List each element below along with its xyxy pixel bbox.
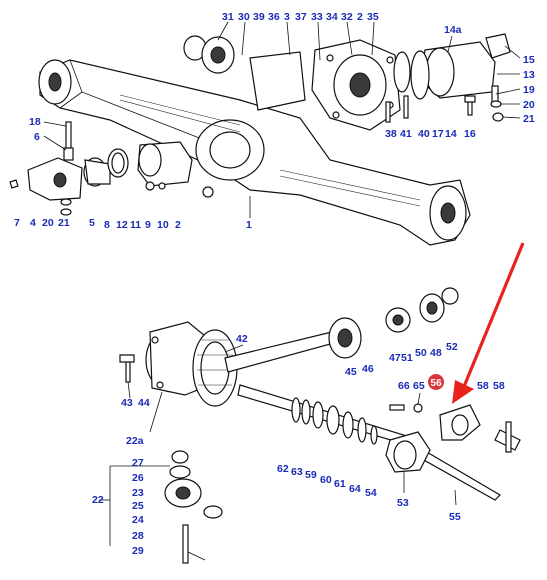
label-30[interactable]: 30 bbox=[238, 11, 250, 23]
label-23[interactable]: 23 bbox=[132, 487, 144, 499]
label-21-right[interactable]: 21 bbox=[523, 113, 535, 125]
bearings-right bbox=[385, 287, 459, 333]
label-9[interactable]: 9 bbox=[145, 219, 151, 231]
label-42[interactable]: 42 bbox=[236, 333, 248, 345]
label-12[interactable]: 12 bbox=[116, 219, 128, 231]
label-15[interactable]: 15 bbox=[523, 54, 535, 66]
label-54[interactable]: 54 bbox=[365, 487, 377, 499]
label-10[interactable]: 10 bbox=[157, 219, 169, 231]
axle-end-right bbox=[419, 33, 511, 122]
label-65[interactable]: 65 bbox=[413, 380, 425, 392]
label-32[interactable]: 32 bbox=[341, 11, 353, 23]
diff-cover-upper bbox=[311, 39, 401, 131]
label-44[interactable]: 44 bbox=[138, 397, 150, 409]
highlight-arrow bbox=[452, 242, 525, 404]
label-7[interactable]: 7 bbox=[14, 217, 20, 229]
label-45[interactable]: 45 bbox=[345, 366, 357, 378]
label-14[interactable]: 14 bbox=[445, 128, 457, 140]
label-22a[interactable]: 22a bbox=[126, 435, 144, 447]
label-58-left[interactable]: 58 bbox=[477, 380, 489, 392]
label-39[interactable]: 39 bbox=[253, 11, 265, 23]
label-11[interactable]: 11 bbox=[130, 219, 141, 231]
label-20-right[interactable]: 20 bbox=[523, 99, 535, 111]
label-63[interactable]: 63 bbox=[291, 466, 303, 478]
label-26[interactable]: 26 bbox=[132, 472, 144, 484]
label-41[interactable]: 41 bbox=[400, 128, 412, 140]
label-2-top[interactable]: 2 bbox=[357, 11, 363, 23]
label-38[interactable]: 38 bbox=[385, 128, 397, 140]
label-4[interactable]: 4 bbox=[30, 217, 36, 229]
bearing-31 bbox=[183, 35, 235, 74]
label-46[interactable]: 46 bbox=[362, 363, 374, 375]
label-51[interactable]: 51 bbox=[401, 352, 413, 364]
label-34[interactable]: 34 bbox=[326, 11, 338, 23]
label-47[interactable]: 47 bbox=[389, 352, 401, 364]
label-53[interactable]: 53 bbox=[397, 497, 409, 509]
label-20-left[interactable]: 20 bbox=[42, 217, 54, 229]
label-28[interactable]: 28 bbox=[132, 530, 144, 542]
axle-end-left bbox=[9, 121, 111, 216]
half-shaft bbox=[237, 384, 501, 501]
label-24[interactable]: 24 bbox=[132, 514, 144, 526]
ring-gear bbox=[192, 329, 238, 407]
label-13[interactable]: 13 bbox=[523, 69, 535, 81]
label-36[interactable]: 36 bbox=[268, 11, 280, 23]
label-37[interactable]: 37 bbox=[295, 11, 307, 23]
label-5[interactable]: 5 bbox=[89, 217, 95, 229]
label-31[interactable]: 31 bbox=[222, 11, 234, 23]
label-62[interactable]: 62 bbox=[277, 463, 289, 475]
part-56-label: 56 bbox=[430, 378, 442, 389]
label-50[interactable]: 50 bbox=[415, 347, 427, 359]
label-1[interactable]: 1 bbox=[246, 219, 252, 231]
label-35[interactable]: 35 bbox=[367, 11, 379, 23]
gasket bbox=[249, 51, 306, 111]
label-8[interactable]: 8 bbox=[104, 219, 110, 231]
label-52[interactable]: 52 bbox=[446, 341, 458, 353]
label-6[interactable]: 6 bbox=[34, 131, 40, 143]
label-66[interactable]: 66 bbox=[398, 380, 410, 392]
small-bolts bbox=[385, 95, 476, 123]
label-60[interactable]: 60 bbox=[320, 474, 332, 486]
label-55[interactable]: 55 bbox=[449, 511, 461, 523]
label-61[interactable]: 61 bbox=[334, 478, 346, 490]
diff-gear-stack bbox=[164, 450, 223, 564]
label-18[interactable]: 18 bbox=[29, 116, 41, 128]
leader-lines bbox=[43, 21, 521, 546]
universal-joint bbox=[385, 403, 521, 473]
axle-housing bbox=[38, 59, 471, 246]
bearing-carrier bbox=[328, 317, 362, 359]
label-33[interactable]: 33 bbox=[311, 11, 323, 23]
label-58-right[interactable]: 58 bbox=[493, 380, 505, 392]
label-3[interactable]: 3 bbox=[284, 11, 290, 23]
ring-stack bbox=[291, 397, 378, 445]
part-labels: 31 30 39 36 3 37 33 34 32 2 35 14a 15 13… bbox=[14, 11, 535, 557]
label-64[interactable]: 64 bbox=[349, 483, 361, 495]
seal-ring bbox=[393, 50, 430, 100]
label-2-left[interactable]: 2 bbox=[175, 219, 181, 231]
spindle-group bbox=[107, 141, 214, 198]
label-17[interactable]: 17 bbox=[432, 128, 444, 140]
label-19[interactable]: 19 bbox=[523, 84, 535, 96]
label-27[interactable]: 27 bbox=[132, 457, 144, 469]
label-21-left[interactable]: 21 bbox=[58, 217, 70, 229]
part-56-badge[interactable]: 56 bbox=[428, 374, 444, 390]
label-25[interactable]: 25 bbox=[132, 500, 144, 512]
label-22[interactable]: 22 bbox=[92, 494, 104, 506]
label-14a[interactable]: 14a bbox=[444, 24, 462, 36]
label-40[interactable]: 40 bbox=[418, 128, 430, 140]
label-59[interactable]: 59 bbox=[305, 469, 317, 481]
bolt-43 bbox=[119, 354, 135, 383]
label-43[interactable]: 43 bbox=[121, 397, 133, 409]
label-29[interactable]: 29 bbox=[132, 545, 144, 557]
label-16[interactable]: 16 bbox=[464, 128, 476, 140]
label-48[interactable]: 48 bbox=[430, 347, 442, 359]
